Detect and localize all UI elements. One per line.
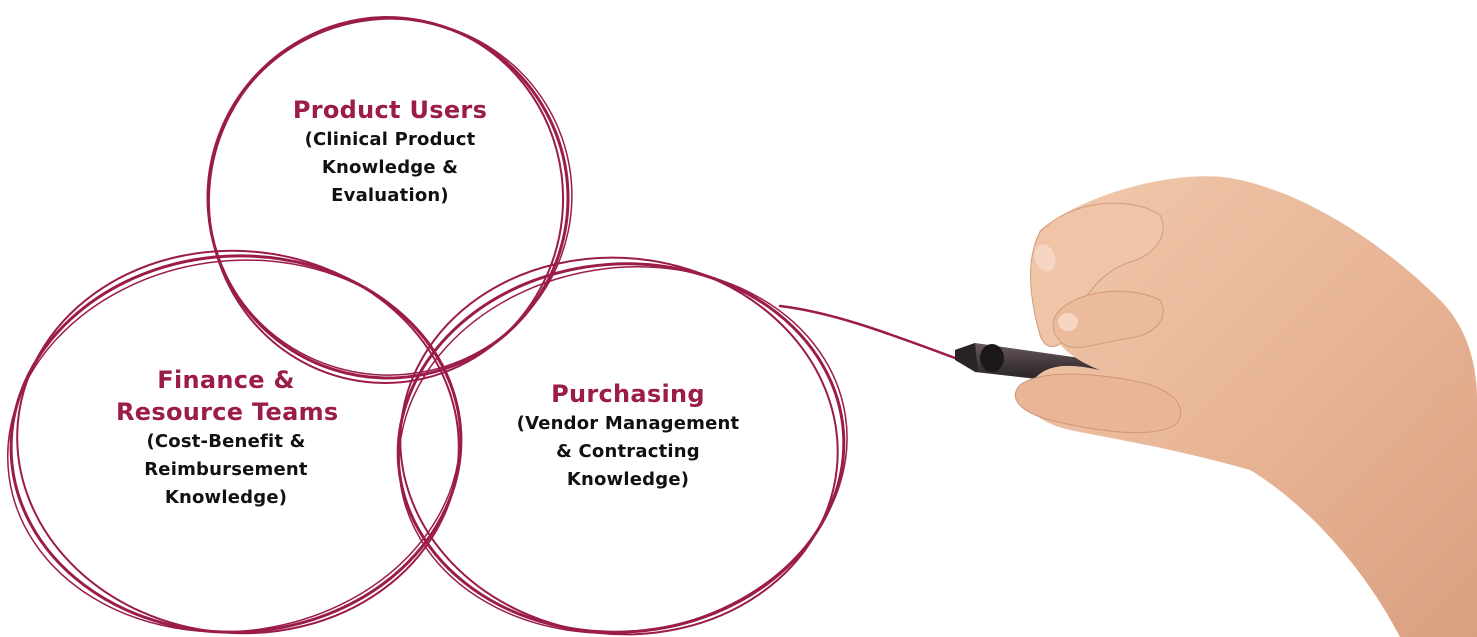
finance-resource-desc-line-3: Knowledge) [164,487,288,508]
finance-resource-title-line-1: Finance & [157,366,295,394]
product-users-desc-line-3: Evaluation) [331,185,449,206]
circle-purchasing [396,256,848,636]
finance-resource-desc-line-2: Reimbursement [144,459,308,480]
product-users-desc-line-2: Knowledge & [321,157,459,178]
purchasing-desc-line-1: (Vendor Management [516,413,740,434]
purchasing-desc-line-3: Knowledge) [566,469,690,490]
purchasing-desc-line-2: & Contracting [556,441,700,462]
circle-finance-resource [6,249,463,635]
finance-resource-desc-line-1: (Cost-Benefit & [146,431,306,452]
finance-resource-title-line-2: Resource Teams [116,398,339,426]
pen-stroke-tail [778,304,957,360]
hand-holding-pen-icon [955,176,1477,637]
purchasing-title: Purchasing [551,380,705,408]
product-users-label-block: Product Users (Clinical Product Knowledg… [290,94,490,210]
product-users-desc-line-1: (Clinical Product [304,129,476,150]
purchasing-label-block: Purchasing (Vendor Management & Contract… [498,378,758,494]
finance-resource-label-block: Finance & Resource Teams (Cost-Benefit &… [116,364,339,512]
product-users-title: Product Users [292,96,488,124]
